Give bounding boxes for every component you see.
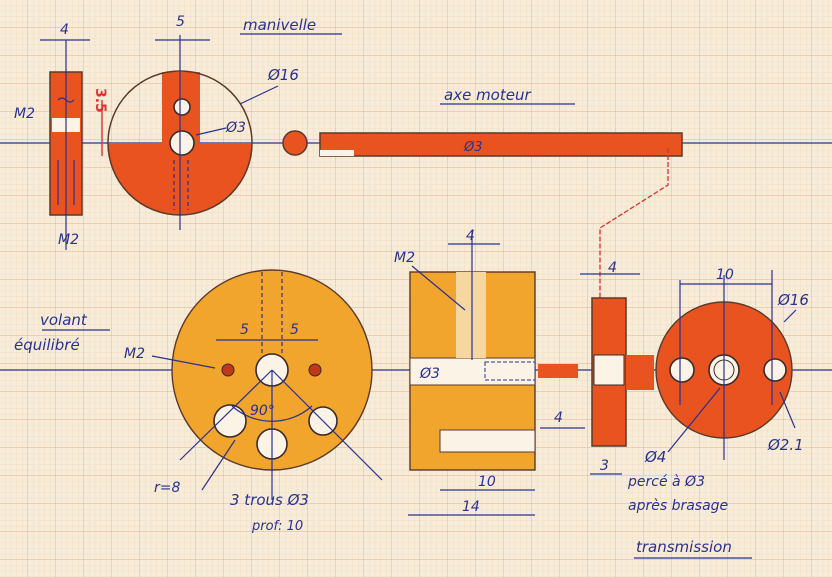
crank-side-view: [49, 40, 83, 250]
transmission-pin-hole: Ø2.1: [767, 436, 804, 454]
transmission-side-view: [590, 297, 654, 475]
transmission-front-view: [655, 270, 793, 460]
crank-dim-bar: 5: [176, 14, 185, 30]
transmission-dim-hub: 3: [600, 458, 609, 474]
transmission-bore: Ø4: [644, 448, 666, 466]
shaft-title: axe moteur: [444, 86, 531, 104]
shaft-diameter: Ø3: [463, 140, 483, 155]
transmission-diameter: Ø16: [777, 291, 809, 309]
motor-shaft: [282, 130, 683, 157]
transmission-dim-spacing: 10: [716, 267, 734, 283]
crank-thread-top: M2: [14, 106, 35, 122]
crank-title: manivelle: [243, 16, 316, 34]
transmission-title: transmission: [636, 538, 732, 556]
flywheel-title-2: équilibré: [14, 336, 80, 354]
flywheel-dim-right: 5: [290, 322, 299, 338]
coupling-section: [408, 230, 578, 516]
crank-hole: Ø3: [225, 120, 246, 136]
crank-dim-red: 3.5: [92, 88, 108, 113]
crank-front-view: [107, 35, 253, 230]
flywheel-title-1: volant: [40, 311, 88, 329]
coupling-dim-top: 4: [466, 228, 475, 244]
coupling-dim-10: 10: [478, 474, 496, 490]
flywheel-angle: 90°: [250, 403, 275, 419]
coupling-dim-14: 14: [462, 499, 480, 515]
flywheel-dim-left: 5: [240, 322, 249, 338]
flywheel-thread: M2: [124, 346, 145, 362]
crank-diameter: Ø16: [267, 66, 299, 84]
coupling-dim-slot: 4: [554, 410, 563, 426]
crank-thread-bottom: M2: [58, 232, 79, 248]
flywheel-depth: prof: 10: [251, 519, 303, 534]
transmission-note-1: percé à Ø3: [627, 474, 705, 490]
transmission-dim-width: 4: [608, 260, 617, 276]
flywheel: [171, 269, 383, 500]
coupling-thread: M2: [394, 250, 415, 266]
transmission-note-2: après brasage: [628, 498, 728, 514]
coupling-bore: Ø3: [419, 366, 440, 382]
crank-dim-width: 4: [60, 22, 69, 38]
flywheel-radius: r=8: [154, 480, 180, 496]
flywheel-holes: 3 trous Ø3: [230, 491, 309, 509]
